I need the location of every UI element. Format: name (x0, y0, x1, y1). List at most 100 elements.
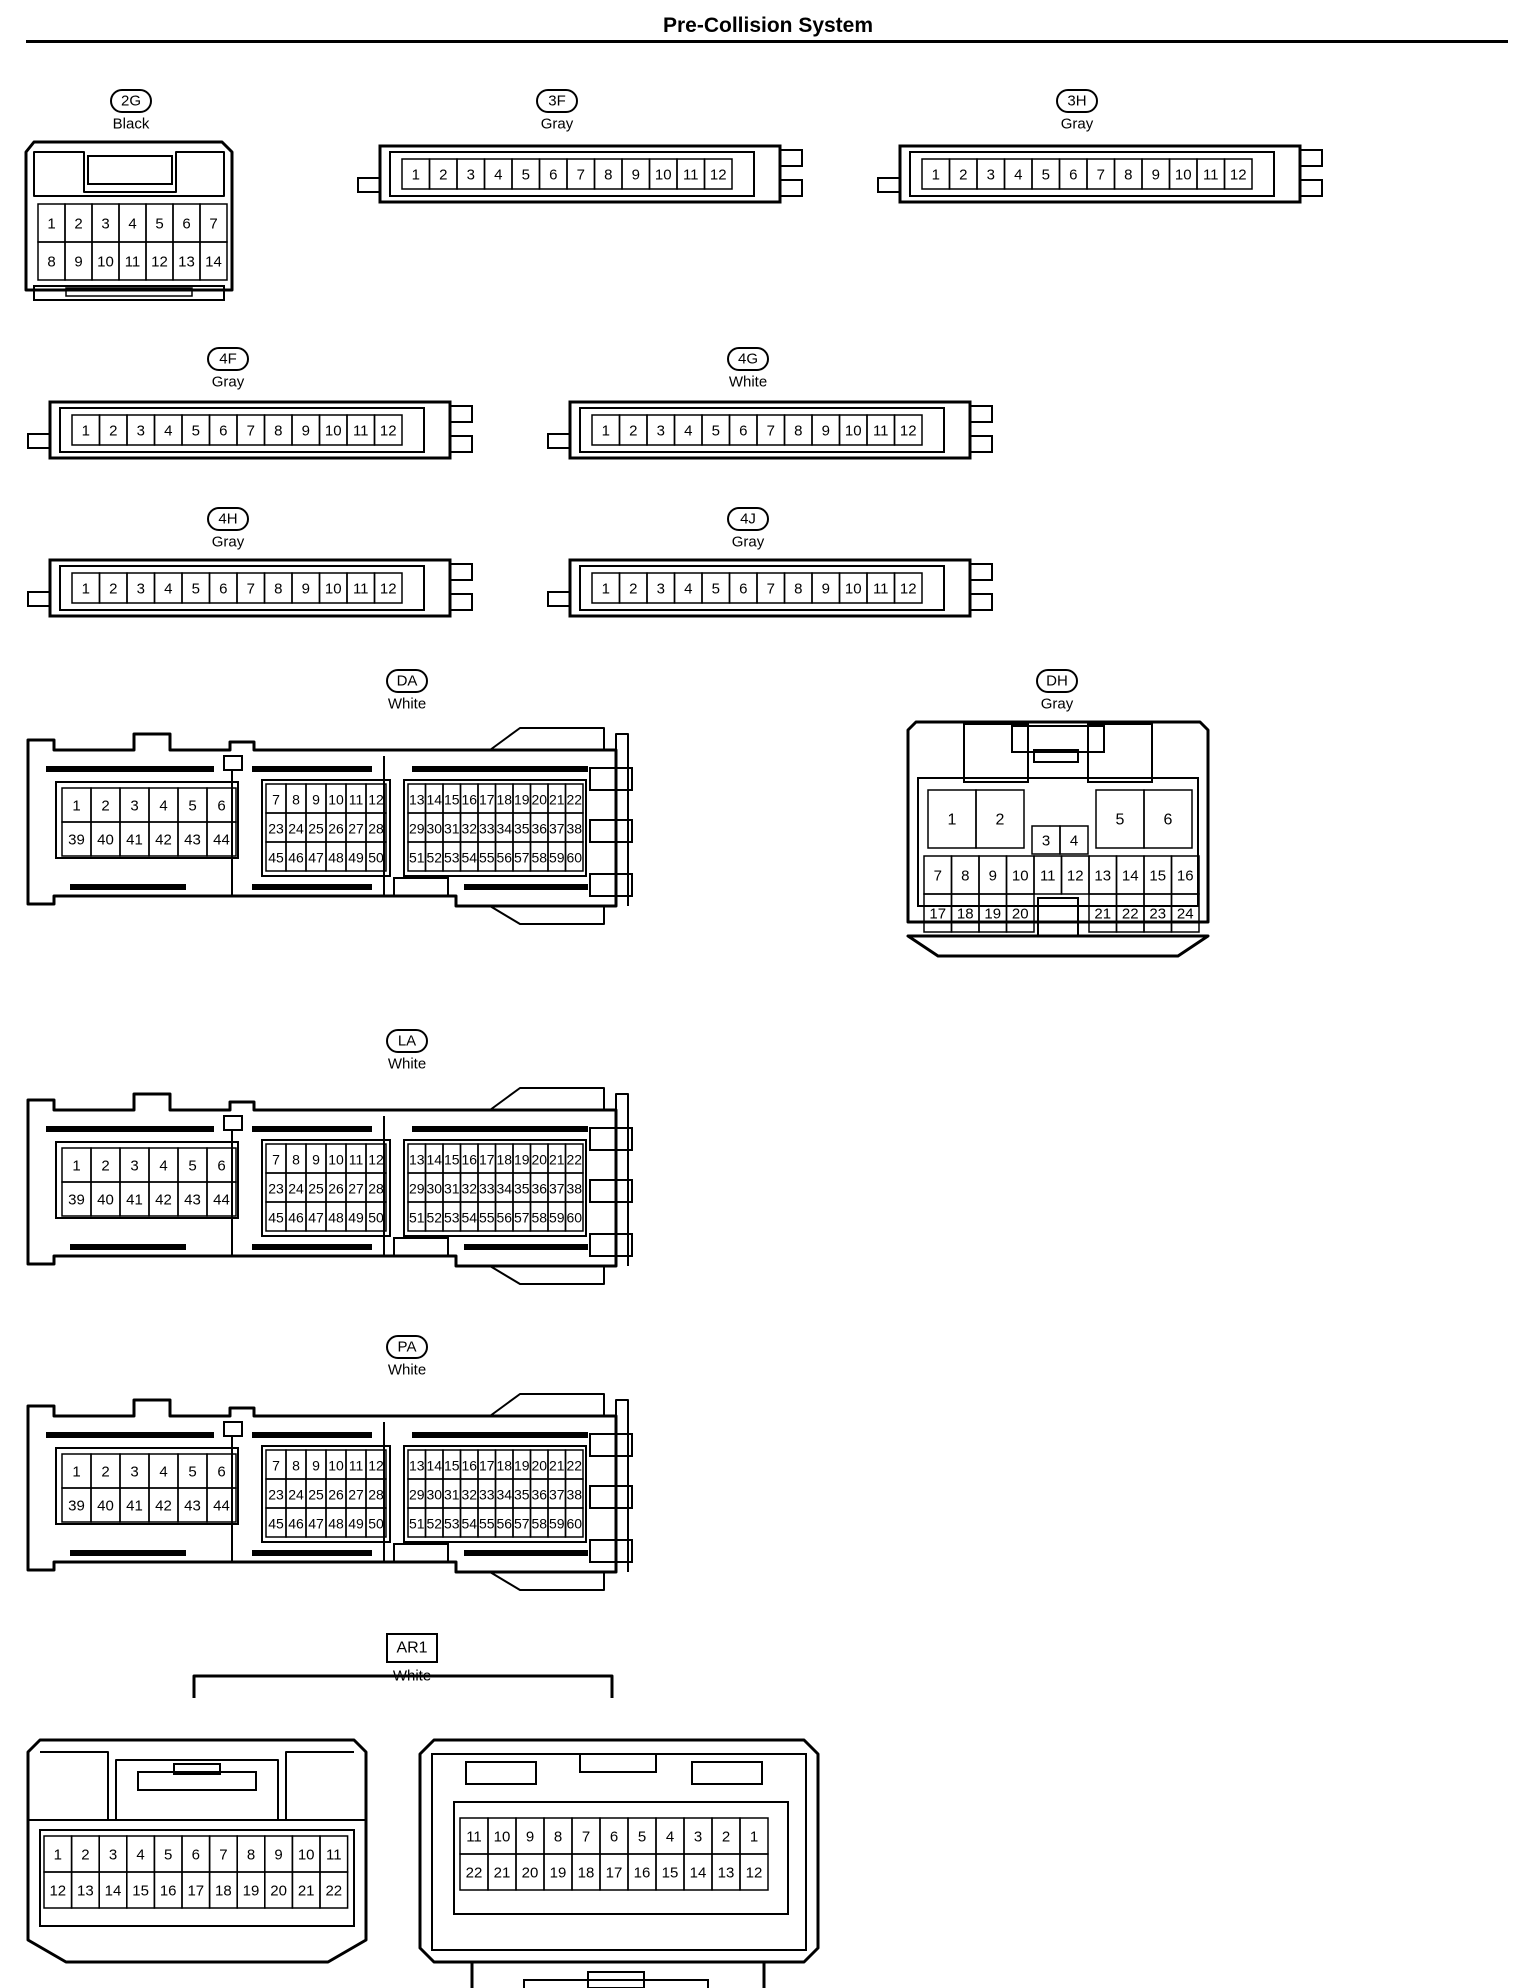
pin-number: 5 (1116, 812, 1125, 829)
pin-number: 12 (151, 254, 168, 271)
pin-number: 2 (101, 798, 109, 815)
pin-number: 7 (767, 581, 775, 598)
pin-number: 1 (47, 216, 55, 233)
connector-inner (389, 151, 755, 197)
pin-number: 58 (531, 850, 547, 866)
key-top (1011, 725, 1105, 753)
pin-number: 13 (77, 1883, 94, 1900)
cavity-right (403, 779, 587, 877)
bottom-key (393, 877, 449, 897)
connector-housing (906, 720, 1210, 924)
cavity-right (403, 1139, 587, 1237)
connector-hood-top (489, 1087, 605, 1111)
pin-number: 14 (205, 254, 222, 271)
pin-number: 48 (328, 850, 344, 866)
connector-id-pill (1036, 669, 1078, 693)
pin-number: 6 (217, 1464, 225, 1481)
pin-number: 40 (97, 1498, 114, 1515)
pin-number: 54 (461, 850, 477, 866)
pin-number: 3 (467, 167, 475, 184)
latch-right-bottom (969, 435, 993, 453)
pin-number: 22 (466, 1865, 483, 1882)
latch-right-bottom (449, 593, 473, 611)
pin-number: 9 (1152, 167, 1160, 184)
pin-cell (373, 572, 403, 604)
pin-number: 26 (328, 821, 344, 837)
pin-number: 38 (566, 1487, 582, 1503)
connector-housing (898, 144, 1302, 204)
pin-number: 2 (109, 581, 117, 598)
pin-number: 8 (47, 254, 55, 271)
pin-number: 9 (822, 581, 830, 598)
pin-number: 18 (215, 1883, 232, 1900)
pin-cell (564, 841, 584, 872)
pin-number: 16 (461, 792, 477, 808)
pin-number: 15 (444, 792, 460, 808)
latch-right-bottom (449, 435, 473, 453)
pin-number: 9 (526, 1829, 534, 1846)
pin-number: 31 (444, 1181, 460, 1197)
pin-number: 34 (496, 1181, 512, 1197)
pin-number: 2 (996, 812, 1005, 829)
connector-color: White (388, 1056, 426, 1073)
pin-number: 9 (74, 254, 82, 271)
connector-id: 3H (1067, 93, 1086, 110)
pin-number: 15 (662, 1865, 679, 1882)
pin-number: 52 (426, 1210, 442, 1226)
connector-inner (579, 565, 945, 611)
pin-number: 2 (722, 1829, 730, 1846)
connector-housing (418, 1738, 820, 1964)
connector-housing (568, 558, 972, 618)
pin-number: 10 (328, 792, 344, 808)
pin-number: 9 (989, 868, 997, 885)
pin-number: 24 (288, 1181, 304, 1197)
pin-number: 12 (746, 1865, 763, 1882)
pin-number: 16 (1177, 868, 1194, 885)
pin-number: 4 (136, 1847, 144, 1864)
pin-number: 1 (82, 423, 90, 440)
connector-color: Gray (732, 534, 765, 551)
latch-right-top (589, 767, 633, 791)
pin-number: 4 (494, 167, 502, 184)
pin-number: 10 (845, 423, 862, 440)
pin-number: 44 (213, 1192, 230, 1209)
pin-number: 24 (288, 821, 304, 837)
bottom-bar-right (464, 884, 588, 890)
pin-number: 24 (288, 1487, 304, 1503)
pin-number: 33 (479, 1487, 495, 1503)
pin-number: 29 (409, 1487, 425, 1503)
latch-gap-top (223, 1421, 243, 1437)
pin-number: 9 (274, 1847, 282, 1864)
pin-number: 42 (155, 832, 172, 849)
pin-number: 2 (74, 216, 82, 233)
pin-cell (1170, 893, 1200, 933)
pin-number: 8 (274, 423, 282, 440)
pin-number: 9 (312, 1152, 320, 1168)
pin-number: 57 (514, 1210, 530, 1226)
pin-number: 9 (312, 792, 320, 808)
latch-right-bottom (1299, 179, 1323, 197)
pin-number: 42 (155, 1192, 172, 1209)
pin-number: 5 (192, 581, 200, 598)
cavity-middle (261, 1445, 391, 1543)
pin-number: 28 (368, 1181, 384, 1197)
pin-number: 46 (288, 1210, 304, 1226)
pin-cell (893, 414, 923, 446)
pin-number: 4 (684, 423, 692, 440)
pin-number: 35 (514, 821, 530, 837)
top-bar-left (46, 1432, 214, 1438)
top-bar-middle (252, 766, 372, 772)
pin-number: 12 (380, 423, 397, 440)
pin-number: 11 (1203, 167, 1219, 184)
connector-hood-bottom (489, 1265, 605, 1285)
